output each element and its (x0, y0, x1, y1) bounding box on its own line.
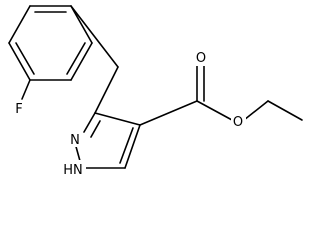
nitrogen-2-label-background (68, 131, 82, 147)
bond-carbon-fluorine (21, 79, 31, 100)
structure-diagram: F N HN O O (8, 5, 303, 178)
bond-ethyl (267, 100, 303, 121)
bond-pyrazole-n2-c3-inner (90, 120, 101, 138)
bond-ring-d-inner (66, 42, 86, 75)
nitrogen-1-label-background (60, 160, 86, 176)
bond-ch2-to-pyrazole (94, 66, 119, 114)
bond-pyrazole-c4-c5-inner (119, 127, 134, 164)
bond-ring-c (70, 5, 93, 44)
bond-ring-d (70, 42, 93, 81)
bond-ring-a (8, 5, 31, 44)
carbonyl-oxygen-atom-label: O (196, 51, 206, 66)
carbonyl-oxygen-label-background (193, 50, 208, 66)
nitrogen-2-atom-label: N (70, 133, 80, 148)
bond-ester-oxygen-to-ch2 (243, 100, 269, 121)
ester-oxygen-label-background (231, 113, 246, 129)
nitrogen-1-h-atom-label: HN (63, 163, 83, 178)
bond-pyrazole-n2-c3 (83, 112, 96, 133)
atom-labels: F N HN O O (12, 50, 246, 178)
bond-pyrazole-c3-c4 (94, 112, 141, 126)
ester-oxygen-atom-label: O (233, 115, 243, 130)
bond-c4-to-carbonyl (139, 100, 198, 126)
bond-ring-f (8, 42, 31, 81)
bond-ring-to-ch2 (70, 5, 119, 68)
fluorine-label-background (12, 100, 26, 116)
bond-ring-f-inner (15, 42, 35, 75)
fluorine-atom-label: F (15, 102, 22, 117)
bond-pyrazole-c4-c5 (124, 124, 141, 169)
bonds (8, 5, 303, 169)
bond-carbonyl-to-ester-oxygen (196, 100, 233, 121)
